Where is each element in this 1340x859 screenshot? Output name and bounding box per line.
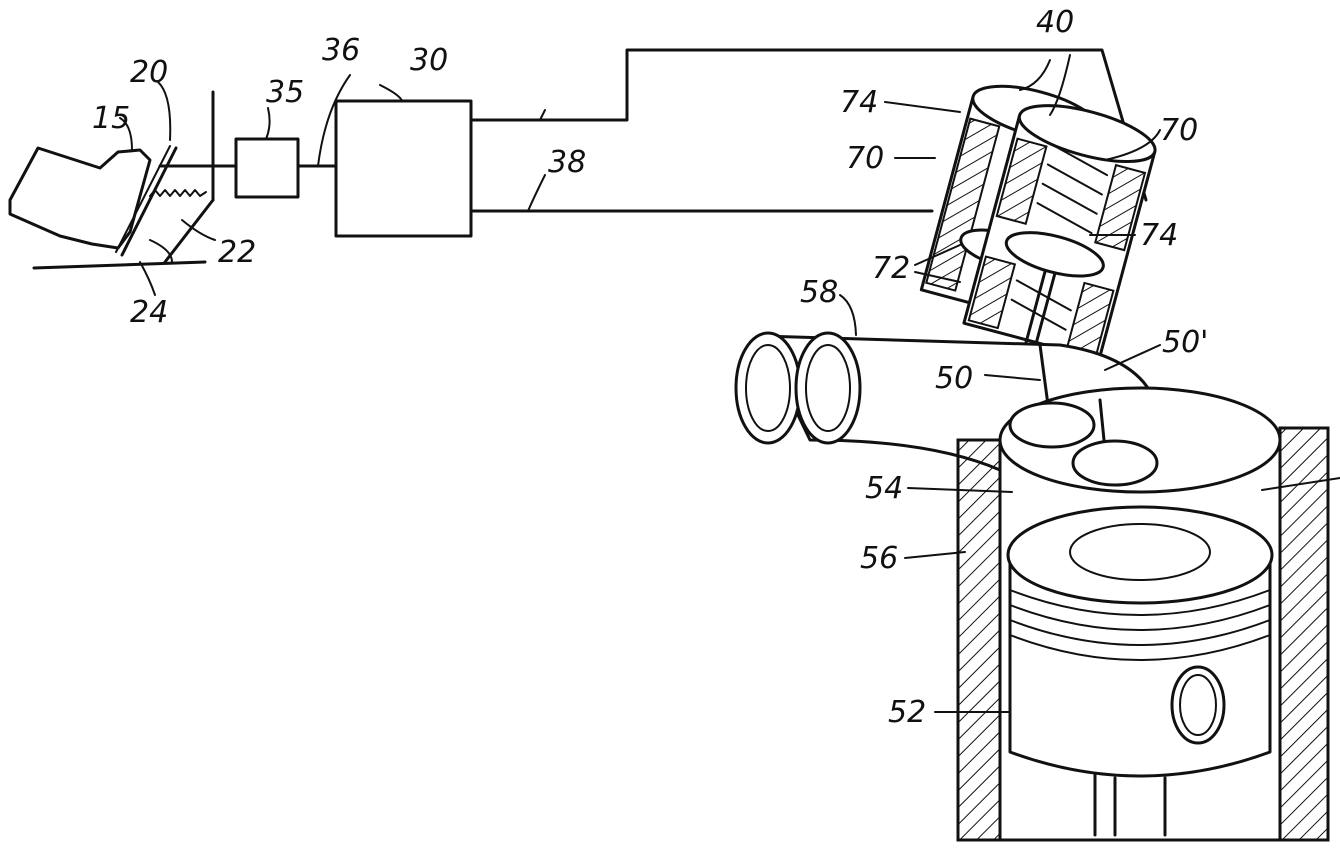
actuator-housing-hatch-right [1094, 163, 1147, 252]
foot-outline [8, 146, 152, 250]
connecting-rod [1093, 773, 1167, 837]
label-56: 56 [860, 541, 898, 576]
label-72: 72 [872, 251, 910, 286]
label-30: 30 [410, 43, 448, 78]
label-20: 20 [130, 55, 168, 90]
piston-crown-recess [1069, 523, 1211, 581]
controller-box [334, 99, 473, 238]
signal-lines [469, 48, 1148, 213]
piston-crown [1006, 505, 1274, 605]
return-spring [149, 189, 207, 197]
piston-rings [1009, 589, 1271, 661]
piston [1006, 505, 1274, 837]
label-22: 22 [218, 235, 256, 270]
leader-lines [119, 54, 1340, 713]
label-70-right: 70 [1160, 113, 1198, 148]
label-40: 40 [1036, 5, 1074, 40]
label-50-prime: 50' [1162, 325, 1208, 360]
lower-spring [1010, 279, 1072, 331]
position-sensor-box [234, 137, 300, 199]
intake-opening-inner-2 [805, 344, 851, 432]
label-74-lower: 74 [1140, 218, 1178, 253]
valve-50p-head [1071, 439, 1159, 487]
valve-50-head [1008, 401, 1096, 449]
label-52: 52 [888, 695, 926, 730]
foot-pedal-assembly [8, 90, 238, 270]
upper-spring [1036, 144, 1109, 235]
intake-valves [1008, 343, 1159, 487]
label-70-left: 70 [846, 141, 884, 176]
label-35: 35 [266, 75, 304, 110]
label-54: 54 [865, 471, 903, 506]
upper-signal-line [469, 48, 1148, 202]
pedal-floor [32, 260, 207, 270]
actuator-housing-hatch-left [995, 137, 1048, 225]
cylinder-wall-left [956, 438, 1002, 842]
cylinder-wall-right [1278, 426, 1330, 842]
intake-opening-inner-1 [745, 344, 791, 432]
pedal-plate-edge [115, 145, 171, 253]
pedal-frame-brace [163, 198, 215, 264]
label-58: 58 [800, 275, 838, 310]
label-36: 36 [322, 33, 360, 68]
pedal-pivot [149, 239, 173, 263]
valve-actuator-front [962, 104, 1157, 431]
label-24: 24 [130, 295, 168, 330]
label-38: 38 [548, 145, 586, 180]
valve-50-stem [1038, 343, 1050, 407]
label-74-upper: 74 [840, 85, 878, 120]
label-15: 15 [92, 101, 130, 136]
label-50: 50 [935, 361, 973, 396]
reference-labels: 15 20 22 24 30 35 36 38 40 74 70 70 74 7… [92, 5, 1208, 730]
armature-disc [1004, 231, 1105, 278]
